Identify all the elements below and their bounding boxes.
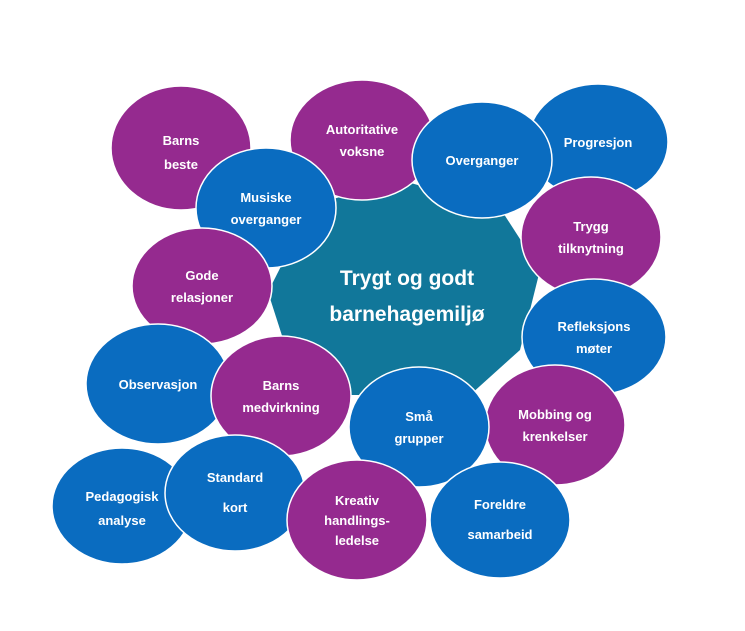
bubble-label-gode-relasjoner-line-1: relasjoner xyxy=(171,290,233,305)
bubble-label-gode-relasjoner-line-0: Gode xyxy=(185,268,218,283)
bubble-label-mobbing-og-krenkelser-line-1: krenkelser xyxy=(522,429,587,444)
bubble-label-overganger-line-0: Overganger xyxy=(446,153,519,168)
center-heptagon xyxy=(268,180,540,395)
bubble-foreldre-samarbeid: Foreldre samarbeid xyxy=(429,461,571,579)
bubble-overganger: Overganger xyxy=(411,101,553,219)
bubble-shape-standard-kort xyxy=(164,434,306,552)
bubble-label-mobbing-og-krenkelser-line-0: Mobbing og xyxy=(518,407,592,422)
bubble-label-refleksjons-moter-line-1: møter xyxy=(576,341,612,356)
bubble-label-musiske-overganger-line-0: Musiske xyxy=(240,190,291,205)
bubble-barns-medvirkning: Barns medvirkning xyxy=(210,335,352,457)
bubble-label-observasjon-line-0: Observasjon xyxy=(119,377,198,392)
bubble-shape-foreldre-samarbeid xyxy=(429,461,571,579)
bubble-label-barns-beste-line-1: beste xyxy=(164,157,198,172)
bubble-label-standard-kort-line-1: kort xyxy=(223,500,248,515)
bubble-pedagogisk-analyse: Pedagogisk analyse xyxy=(51,447,193,565)
bubble-label-foreldre-samarbeid-line-0: Foreldre xyxy=(474,497,526,512)
bubble-label-trygg-tilknytning-line-1: tilknytning xyxy=(558,241,624,256)
bubble-label-barns-medvirkning-line-0: Barns xyxy=(263,378,300,393)
bubble-label-kreativ-handlingsledelse-line-1: handlings- xyxy=(324,513,390,528)
bubble-gode-relasjoner: Gode relasjoner xyxy=(131,227,273,345)
bubble-label-autoritative-voksne-line-1: voksne xyxy=(340,144,385,159)
bubble-label-refleksjons-moter-line-0: Refleksjons xyxy=(558,319,631,334)
bubble-observasjon: Observasjon xyxy=(85,323,231,445)
bubble-label-sma-grupper-line-0: Små xyxy=(405,409,433,424)
bubble-label-progresjon-line-0: Progresjon xyxy=(564,135,633,150)
bubble-standard-kort: Standard kort xyxy=(164,434,306,552)
bubble-shape-overganger xyxy=(411,101,553,219)
bubble-label-standard-kort-line-0: Standard xyxy=(207,470,263,485)
bubble-label-pedagogisk-analyse-line-1: analyse xyxy=(98,513,146,528)
center-title-line-1: barnehagemiljø xyxy=(329,303,484,326)
bubble-label-foreldre-samarbeid-line-1: samarbeid xyxy=(467,527,532,542)
bubble-mobbing-og-krenkelser: Mobbing og krenkelser xyxy=(484,364,626,486)
bubble-label-sma-grupper-line-1: grupper xyxy=(394,431,443,446)
bubble-label-barns-beste-line-0: Barns xyxy=(163,133,200,148)
bubble-label-musiske-overganger-line-1: overganger xyxy=(231,212,302,227)
bubble-progresjon: Progresjon xyxy=(527,83,669,201)
bubble-sma-grupper: Små grupper xyxy=(348,366,490,488)
bubble-label-barns-medvirkning-line-1: medvirkning xyxy=(242,400,319,415)
bubble-shape-sma-grupper xyxy=(348,366,490,488)
bubble-kreativ-handlingsledelse: Kreativ handlings-ledelse xyxy=(286,459,428,581)
bubble-label-autoritative-voksne-line-0: Autoritative xyxy=(326,122,398,137)
center-label: Trygt og godt barnehagemiljø xyxy=(329,267,484,326)
bubble-trygg-tilknytning: Trygg tilknytning xyxy=(520,176,662,298)
bubble-label-pedagogisk-analyse-line-0: Pedagogisk xyxy=(86,489,160,504)
bubble-shape-kreativ-handlingsledelse xyxy=(286,459,428,581)
bubble-label-kreativ-handlingsledelse-line-0: Kreativ xyxy=(335,493,380,508)
bubble-autoritative-voksne: Autoritative voksne xyxy=(289,79,435,201)
bubble-label-trygg-tilknytning-line-0: Trygg xyxy=(573,219,608,234)
center-title-line-0: Trygt og godt xyxy=(340,267,474,290)
bubble-label-kreativ-handlingsledelse-line-2: ledelse xyxy=(335,533,379,548)
